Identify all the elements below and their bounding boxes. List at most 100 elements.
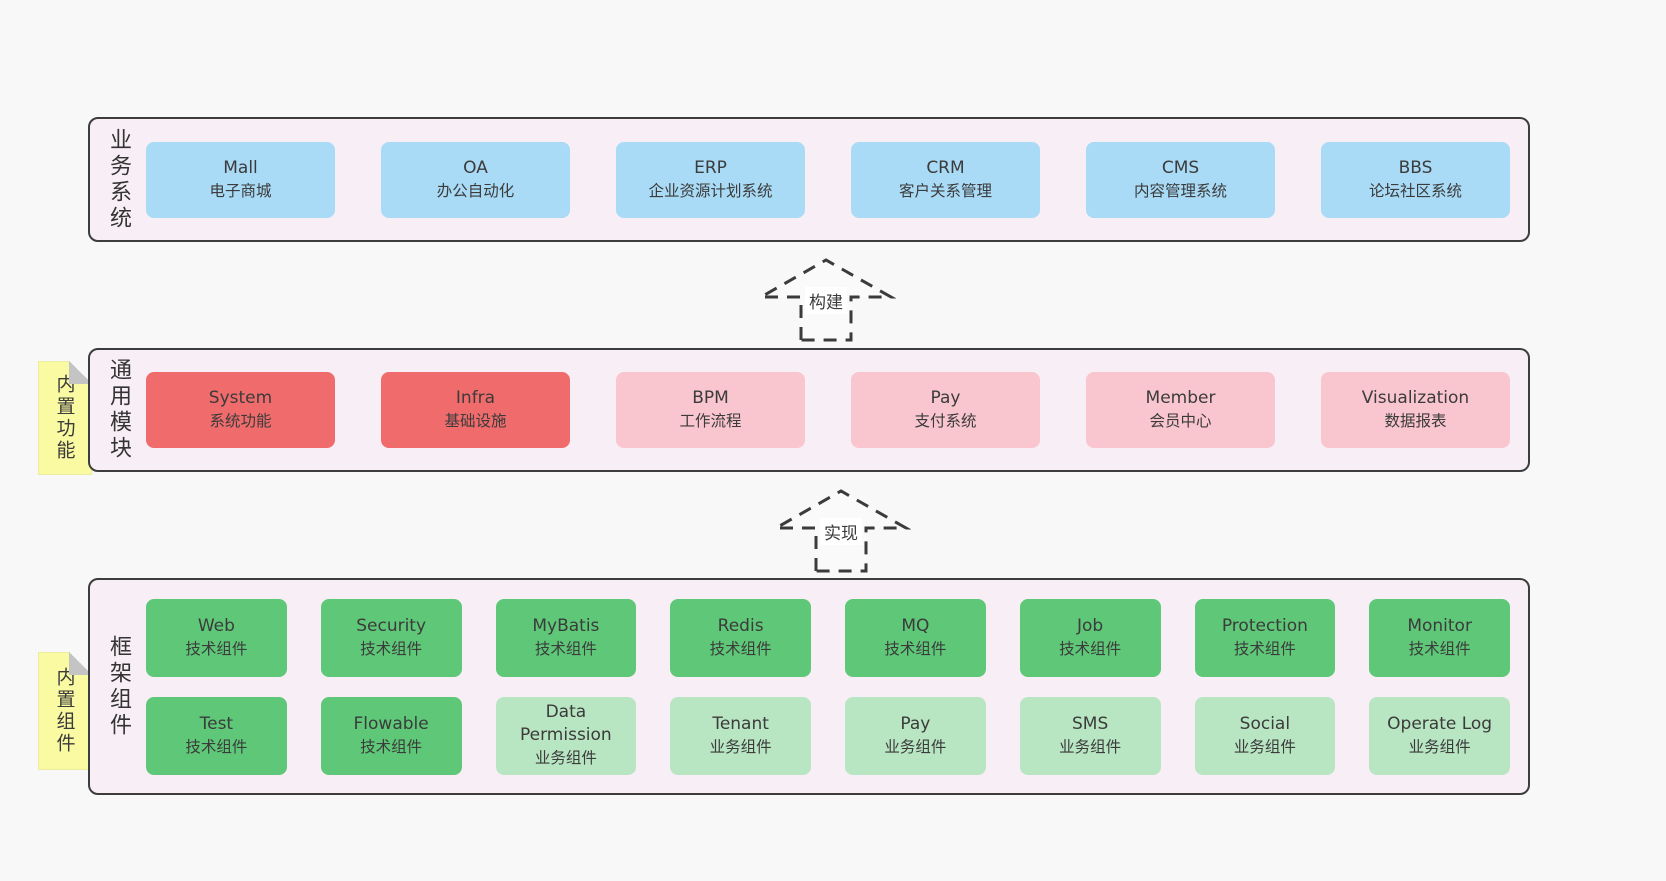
business-box-row: Mall 电子商城 OA 办公自动化 ERP 企业资源计划系统 CRM 客户关系… [146,119,1510,240]
box-subtitle: 业务组件 [884,737,947,756]
box-bbs: BBS 论坛社区系统 [1321,141,1510,218]
box-subtitle: 业务组件 [709,737,772,756]
box-subtitle: 论坛社区系统 [1368,181,1462,200]
box-visualization: Visualization 数据报表 [1321,372,1510,448]
box-subtitle: 基础设施 [444,412,507,431]
box-crm: CRM 客户关系管理 [851,141,1040,218]
box-title: System [208,388,273,409]
box-redis: Redis 技术组件 [670,598,811,677]
box-subtitle: 技术组件 [1233,639,1296,658]
box-subtitle: 客户关系管理 [898,181,992,200]
arrow-implement-label: 实现 [820,518,862,545]
box-subtitle: 业务组件 [1408,737,1471,756]
band-label-business: 业务系统 [106,127,131,232]
box-subtitle: 电子商城 [209,181,272,200]
box-protection: Protection 技术组件 [1194,598,1336,677]
box-title: ERP [694,157,727,178]
arrow-build-label: 构建 [805,287,847,314]
band-label-modules: 通用模块 [106,358,131,462]
box-title: SMS [1072,713,1109,734]
box-data-permission: Data Permission 业务组件 [495,696,637,775]
box-subtitle: 技术组件 [360,737,423,756]
sticky-note-builtin-features: 内置功能 [38,361,92,475]
sticky-label: 内置组件 [53,667,76,755]
box-title: BBS [1398,157,1433,178]
box-subtitle: 技术组件 [185,639,248,658]
box-subtitle: 技术组件 [534,639,597,658]
box-flowable: Flowable 技术组件 [320,696,462,775]
box-title: Mall [223,157,258,178]
box-erp: ERP 企业资源计划系统 [616,141,805,218]
box-member: Member 会员中心 [1086,372,1275,448]
box-tenant: Tenant 业务组件 [670,696,811,775]
box-operate-log: Operate Log 业务组件 [1369,696,1510,775]
arrow-build: 构建 [756,256,896,342]
box-title: CRM [926,157,965,178]
box-title: Pay [900,713,931,734]
box-infra: Infra 基础设施 [381,372,570,448]
box-title: Flowable [353,713,429,734]
box-title: MyBatis [532,615,600,636]
box-title: Protection [1221,615,1308,636]
box-title: Operate Log [1387,713,1493,734]
box-subtitle: 技术组件 [1059,639,1122,658]
box-cms: CMS 内容管理系统 [1086,141,1275,218]
box-title: BPM [692,388,729,409]
box-title: Web [197,615,235,636]
band-business-systems: 业务系统 Mall 电子商城 OA 办公自动化 ERP 企业资源计划系统 CRM… [88,117,1530,242]
box-title: Tenant [712,713,769,734]
box-mybatis: MyBatis 技术组件 [495,598,637,677]
box-subtitle: 业务组件 [1059,737,1122,756]
band-framework-components: 框架组件 Web 技术组件 Security 技术组件 MyBatis 技术组件… [88,578,1530,795]
box-subtitle: 系统功能 [209,412,272,431]
folded-corner-icon [69,652,92,675]
box-title: Pay [930,388,961,409]
box-monitor: Monitor 技术组件 [1369,598,1510,677]
box-system: System 系统功能 [146,372,335,448]
box-subtitle: 内容管理系统 [1133,181,1227,200]
box-web: Web 技术组件 [146,598,287,677]
box-title: Job [1077,615,1104,636]
box-title: Test [199,713,234,734]
folded-corner-icon [69,361,92,384]
box-subtitle: 技术组件 [1408,639,1471,658]
band-common-modules: 通用模块 System 系统功能 Infra 基础设施 BPM 工作流程 Pay… [88,348,1530,472]
box-job: Job 技术组件 [1019,598,1161,677]
box-pay-system: Pay 支付系统 [851,372,1040,448]
box-subtitle: 技术组件 [709,639,772,658]
box-subtitle: 技术组件 [360,639,423,658]
box-oa: OA 办公自动化 [381,141,570,218]
box-title: OA [463,157,488,178]
components-box-grid: Web 技术组件 Security 技术组件 MyBatis 技术组件 Redi… [146,580,1510,793]
box-subtitle: 技术组件 [884,639,947,658]
box-title: Member [1145,388,1216,409]
box-subtitle: 数据报表 [1384,412,1447,431]
box-title: Monitor [1407,615,1472,636]
box-mall: Mall 电子商城 [146,141,335,218]
box-sms: SMS 业务组件 [1019,696,1161,775]
sticky-note-builtin-components: 内置组件 [38,652,92,770]
box-title: Infra [455,388,496,409]
box-title: Security [356,615,427,636]
box-pay-component: Pay 业务组件 [845,696,986,775]
box-title: MQ [901,615,930,636]
modules-box-row: System 系统功能 Infra 基础设施 BPM 工作流程 Pay 支付系统… [146,350,1510,470]
box-subtitle: 技术组件 [185,737,248,756]
box-subtitle: 工作流程 [679,412,742,431]
box-subtitle: 会员中心 [1149,412,1212,431]
box-mq: MQ 技术组件 [845,598,986,677]
box-subtitle: 办公自动化 [436,181,515,200]
box-security: Security 技术组件 [320,598,462,677]
box-social: Social 业务组件 [1194,696,1336,775]
box-subtitle: 支付系统 [914,412,977,431]
box-subtitle: 企业资源计划系统 [648,181,773,200]
box-title: Social [1239,713,1291,734]
band-label-components: 框架组件 [106,634,131,739]
box-subtitle: 业务组件 [534,749,597,768]
box-title: Data Permission [520,702,612,746]
box-title: Redis [717,615,764,636]
box-test: Test 技术组件 [146,696,287,775]
box-title: Visualization [1361,388,1470,409]
arrow-implement: 实现 [771,487,911,573]
box-subtitle: 业务组件 [1233,737,1296,756]
